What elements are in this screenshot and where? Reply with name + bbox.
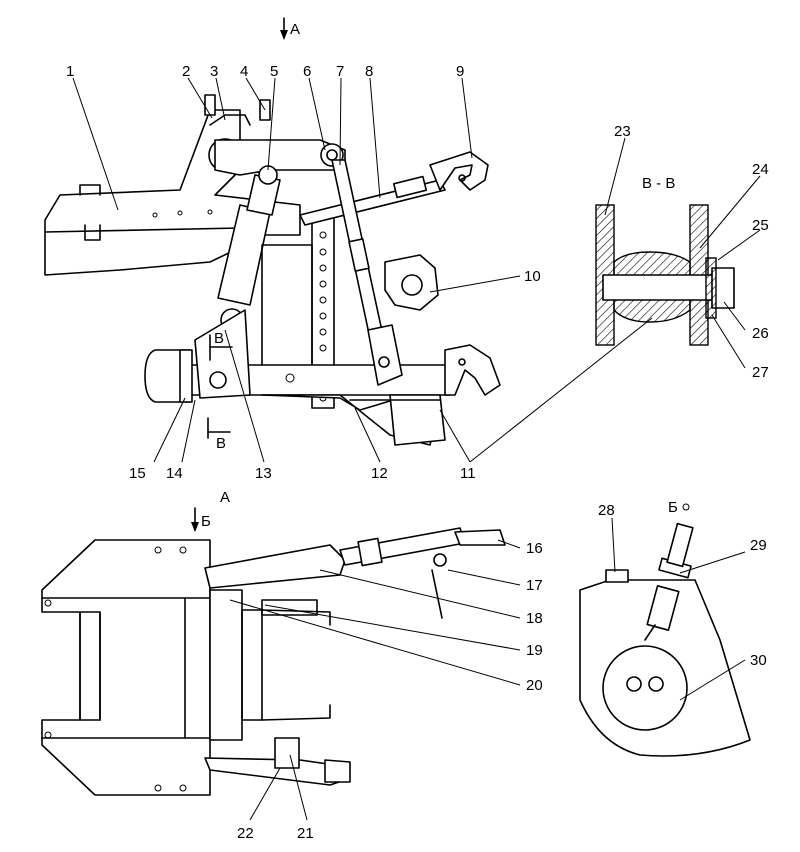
callout-23: 23 <box>614 123 631 140</box>
callout-25: 25 <box>752 217 769 234</box>
callout-22: 22 <box>237 825 254 842</box>
callout-9: 9 <box>456 63 464 80</box>
top-upper-arm <box>204 544 346 589</box>
callout-15: 15 <box>129 465 146 482</box>
callout-28: 28 <box>598 502 615 519</box>
callout-21: 21 <box>297 825 314 842</box>
view-arrow-b: Б <box>191 507 211 532</box>
callout-17: 17 <box>526 577 543 594</box>
callout-20: 20 <box>526 677 543 694</box>
leader-lines <box>72 77 761 821</box>
section-mark-bottom-label: В <box>216 435 226 452</box>
callout-2: 2 <box>182 63 190 80</box>
side-view: В В <box>44 94 501 452</box>
callout-7: 7 <box>336 63 344 80</box>
callout-12: 12 <box>371 465 388 482</box>
section-mark-top: В <box>209 330 233 361</box>
detail-view-b: Б <box>579 499 751 757</box>
section-mark-top-label: В <box>214 330 224 347</box>
view-b-title: Б <box>668 499 678 516</box>
callout-13: 13 <box>255 465 272 482</box>
post-holes <box>319 231 327 402</box>
callout-3: 3 <box>210 63 218 80</box>
top-frame <box>41 539 211 796</box>
callout-1: 1 <box>66 63 74 80</box>
upper-arm <box>214 139 346 176</box>
callout-16: 16 <box>526 540 543 557</box>
callout-5: 5 <box>270 63 278 80</box>
callout-10: 10 <box>524 268 541 285</box>
frame-holes <box>44 546 187 792</box>
callout-30: 30 <box>750 652 767 669</box>
section-title: В - В <box>642 175 675 192</box>
callout-14: 14 <box>166 465 183 482</box>
view-arrow-b-label: Б <box>201 513 211 530</box>
callout-19: 19 <box>526 642 543 659</box>
callout-8: 8 <box>365 63 373 80</box>
section-b-b: В - В <box>595 175 735 346</box>
callout-29: 29 <box>750 537 767 554</box>
hook-assembly <box>384 254 439 311</box>
callout-26: 26 <box>752 325 769 342</box>
view-a-title: A <box>220 489 230 506</box>
callout-18: 18 <box>526 610 543 627</box>
callout-24: 24 <box>752 161 769 178</box>
callout-27: 27 <box>752 364 769 381</box>
callout-4: 4 <box>240 63 248 80</box>
lower-hook <box>444 344 501 396</box>
callout-6: 6 <box>303 63 311 80</box>
section-mark-bottom: В <box>207 417 231 452</box>
view-arrow-a-label: A <box>290 21 300 38</box>
top-plate <box>209 589 243 741</box>
view-arrow-a: A <box>280 17 300 40</box>
top-hook <box>429 151 489 191</box>
detail-grease-fitting <box>646 585 680 631</box>
section-pin <box>602 274 722 301</box>
callout-11: 11 <box>460 465 476 482</box>
callout-labels: 1 2 3 4 5 6 7 8 9 10 11 12 13 14 15 16 1… <box>66 63 769 842</box>
top-view <box>41 527 506 796</box>
end-block <box>144 349 191 403</box>
